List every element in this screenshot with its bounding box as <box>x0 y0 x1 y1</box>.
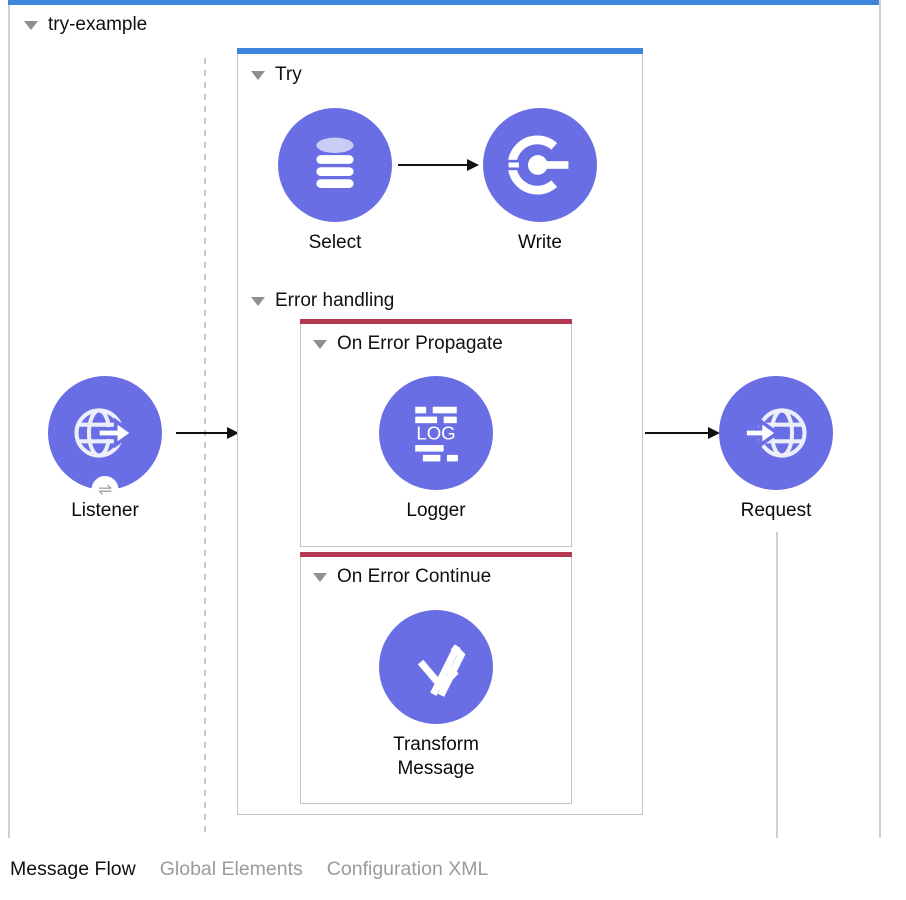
file-write-icon <box>505 135 569 195</box>
try-scope-header: Try <box>251 64 302 86</box>
collapse-triangle-icon[interactable] <box>251 70 265 80</box>
on-error-continue-topbar <box>300 552 572 557</box>
scope-on-error-continue[interactable]: On Error Continue <box>300 552 572 804</box>
connection-arrow-try-request[interactable] <box>645 426 721 440</box>
collapse-triangle-icon[interactable] <box>313 572 327 582</box>
node-logger[interactable]: LOG Logger <box>366 376 506 523</box>
try-scope-topbar <box>237 48 643 54</box>
dataweave-icon <box>417 644 466 697</box>
node-listener[interactable]: ⇌ Listener <box>35 376 175 523</box>
flow-header: try-example <box>24 14 147 36</box>
collapse-triangle-icon[interactable] <box>313 339 327 349</box>
http-listener-globe-arrow-icon <box>74 408 136 458</box>
try-scope-title: Try <box>275 64 302 85</box>
connection-arrow-listener-try[interactable] <box>176 426 240 440</box>
node-label-listener: Listener <box>71 500 139 521</box>
node-label-write: Write <box>518 232 562 253</box>
connection-arrow-select-write[interactable] <box>398 158 480 172</box>
node-label-logger: Logger <box>406 500 466 521</box>
request-tail-line <box>776 532 778 838</box>
logger-log-lines-icon: LOG <box>415 406 458 462</box>
collapse-triangle-icon[interactable] <box>24 20 38 30</box>
node-label-transform-message: Transform Message <box>393 734 479 779</box>
error-handling-title: Error handling <box>275 290 395 311</box>
tab-configuration-xml[interactable]: Configuration XML <box>326 858 489 880</box>
node-request[interactable]: Request <box>706 376 846 523</box>
tab-message-flow[interactable]: Message Flow <box>10 858 136 880</box>
on-error-continue-header: On Error Continue <box>313 566 491 588</box>
node-transform-message[interactable]: Transform Message <box>366 610 506 781</box>
editor-view-tabs: Message Flow Global Elements Configurati… <box>10 858 488 881</box>
flow-selected-topbar <box>8 0 879 5</box>
message-exchange-arrows-icon: ⇌ <box>91 476 119 503</box>
flow-title: try-example <box>48 14 148 35</box>
node-label-select: Select <box>308 232 362 253</box>
on-error-continue-title: On Error Continue <box>337 566 492 587</box>
collapse-triangle-icon[interactable] <box>251 296 265 306</box>
node-select[interactable]: Select <box>265 108 405 255</box>
error-handling-header: Error handling <box>251 290 394 312</box>
node-write[interactable]: Write <box>470 108 610 255</box>
database-cylinder-icon <box>316 137 354 188</box>
source-process-divider <box>204 58 206 838</box>
node-label-request: Request <box>740 500 812 521</box>
on-error-propagate-header: On Error Propagate <box>313 333 503 355</box>
on-error-propagate-topbar <box>300 319 572 324</box>
svg-text:LOG: LOG <box>416 423 455 444</box>
on-error-propagate-title: On Error Propagate <box>337 333 503 354</box>
http-request-globe-arrow-icon <box>743 408 807 458</box>
tab-global-elements[interactable]: Global Elements <box>159 858 303 880</box>
